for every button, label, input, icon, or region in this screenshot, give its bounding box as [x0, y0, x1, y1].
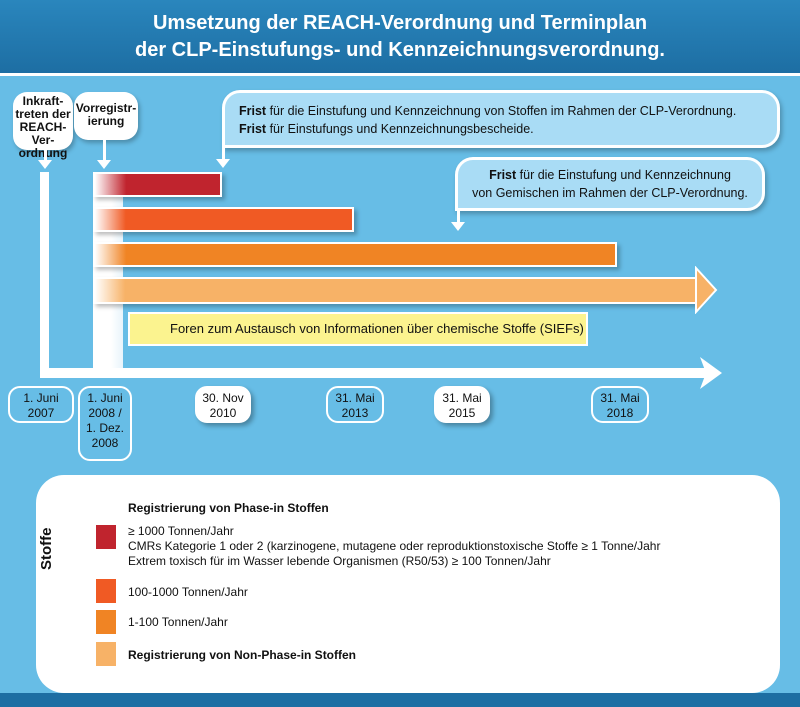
- title-line-2: der CLP-Einstufungs- und Kennzeichnungsv…: [135, 39, 665, 61]
- callout-tail: [222, 146, 225, 160]
- timeline-marker-2007: [40, 172, 49, 372]
- text: 2010: [209, 406, 237, 420]
- text: 2015: [448, 406, 476, 420]
- bar-100-1000-tonnes: [93, 207, 354, 232]
- text: ≥ 1000 Tonnen/Jahr: [128, 524, 234, 538]
- legend-item-4: Registrierung von Non-Phase-in Stoffen: [128, 648, 357, 662]
- text: für die Einstufung und Kennzeichnung: [516, 168, 731, 182]
- text: 2008: [91, 436, 119, 450]
- legend-item-1: ≥ 1000 Tonnen/Jahr CMRs Kategorie 1 oder…: [128, 524, 660, 569]
- text: von Gemischen im Rahmen der CLP-Verordnu…: [472, 186, 748, 200]
- legend-swatch-orangered: [96, 579, 116, 603]
- text: 2018: [606, 406, 634, 420]
- text: 31. Mai: [600, 391, 640, 405]
- arrow-down-icon: [216, 159, 230, 168]
- callout-clp-substances: Frist für die Einstufung und Kennzeichnu…: [222, 90, 780, 148]
- arrow-stem: [103, 140, 106, 162]
- bar-arrowhead-icon: [695, 266, 718, 314]
- bar-non-phase-in: [93, 277, 698, 304]
- legend-axis-label: Stoffe: [38, 527, 55, 571]
- text: Inkraft-: [22, 94, 64, 108]
- header: Umsetzung der REACH-Verordnung und Termi…: [0, 0, 800, 76]
- legend-panel: [36, 475, 780, 693]
- text: treten der: [15, 107, 71, 121]
- arrow-down-icon: [97, 160, 111, 169]
- text: 2013: [341, 406, 369, 420]
- text: 31. Mai: [335, 391, 375, 405]
- arrow-stem: [44, 150, 47, 162]
- bar-1000-tonnes: [93, 172, 222, 197]
- text: Extrem toxisch für im Wasser lebende Org…: [128, 554, 551, 568]
- legend-swatch-red: [96, 525, 116, 549]
- text: Vorregistr-: [75, 101, 137, 115]
- title-line-1: Umsetzung der REACH-Verordnung und Termi…: [152, 12, 648, 34]
- text: für Einstufungs und Kennzeichnungsbesche…: [266, 122, 534, 136]
- callout-clp-mixtures: Frist für die Einstufung und Kennzeichnu…: [455, 157, 765, 211]
- text: REACH-Ver-: [19, 120, 67, 147]
- text: 30. Nov: [202, 391, 244, 405]
- time-axis: [40, 368, 710, 378]
- text: 1. Juni: [23, 391, 59, 405]
- text: Frist: [239, 104, 267, 118]
- arrow-down-icon: [451, 222, 465, 231]
- text: ordnung: [18, 146, 68, 160]
- text: für die Einstufung und Kennzeichnung von…: [266, 104, 737, 118]
- legend-swatch-orange: [96, 610, 116, 634]
- legend-item-3: 1-100 Tonnen/Jahr: [128, 615, 228, 629]
- text: 2007: [27, 406, 55, 420]
- arrow-down-icon: [38, 160, 52, 169]
- footer-bar: [0, 693, 800, 707]
- text: 1. Juni: [87, 391, 123, 405]
- text: ierung: [87, 114, 125, 128]
- timeline-marker-2008: [93, 172, 123, 372]
- callout-tail: [457, 209, 460, 223]
- legend-swatch-lightorange: [96, 642, 116, 666]
- milestone-vorregistrierung: Vorregistr- ierung: [74, 92, 138, 140]
- text: CMRs Kategorie 1 oder 2 (karzinogene, mu…: [128, 539, 661, 553]
- text: Frist: [239, 122, 267, 136]
- legend-item-2: 100-1000 Tonnen/Jahr: [128, 585, 248, 599]
- text: 31. Mai: [442, 391, 482, 405]
- bar-1-100-tonnes: [93, 242, 617, 267]
- text: 2008 /: [88, 406, 122, 420]
- text: 1. Dez.: [85, 421, 124, 435]
- legend-heading: Registrierung von Phase-in Stoffen: [128, 501, 329, 515]
- milestone-inkrafttreten: Inkraft- treten der REACH-Ver- ordnung: [13, 92, 73, 160]
- axis-arrowhead-icon: [700, 357, 722, 389]
- text: Frist: [489, 168, 517, 182]
- siefs-box: Foren zum Austausch von Informationen üb…: [128, 312, 588, 346]
